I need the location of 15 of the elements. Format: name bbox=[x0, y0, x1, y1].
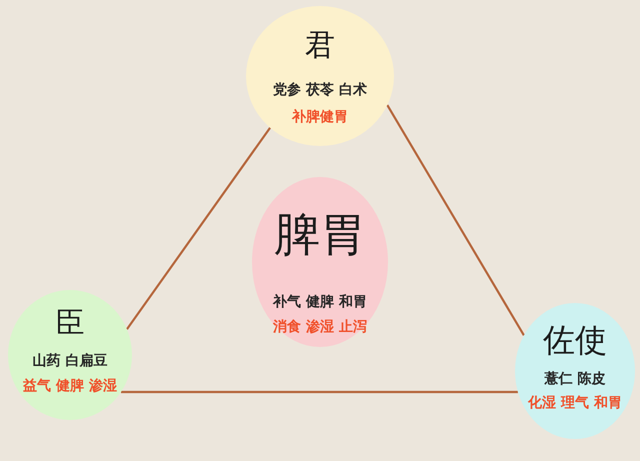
herb-list: 补气 健脾 和胃 bbox=[273, 293, 367, 311]
effect-text: 消食 渗湿 止泻 bbox=[273, 318, 367, 336]
node-title: 臣 bbox=[56, 304, 84, 340]
herb-list: 党参 茯苓 白术 bbox=[273, 81, 367, 99]
effect-text: 益气 健脾 渗湿 bbox=[23, 377, 117, 395]
node-title: 君 bbox=[305, 27, 335, 65]
effect-text: 补脾健胃 bbox=[292, 108, 348, 126]
herb-list: 薏仁 陈皮 bbox=[544, 370, 606, 388]
effect-text: 化湿 理气 和胃 bbox=[528, 394, 622, 412]
herb-list: 山药 白扁豆 bbox=[32, 352, 108, 370]
node-title: 佐使 bbox=[543, 320, 607, 360]
connector-line bbox=[386, 104, 525, 336]
connector-line bbox=[121, 390, 518, 394]
connector-line bbox=[126, 127, 271, 330]
node-title: 脾胃 bbox=[274, 206, 366, 263]
